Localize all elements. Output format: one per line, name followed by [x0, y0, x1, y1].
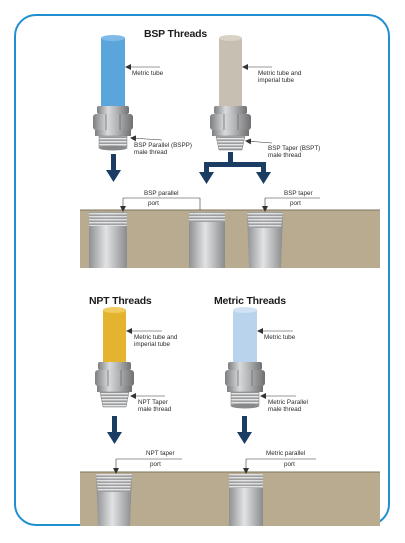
bsp-taper-fitting	[210, 35, 251, 151]
bsp-parallel-fitting	[93, 35, 133, 151]
hex-nut	[210, 114, 251, 130]
metric-down-arrow	[237, 416, 252, 444]
hex-nut	[93, 114, 133, 130]
metric-port-label: Metric parallel	[266, 450, 306, 457]
bsp-parallel-port-label-2: port	[148, 200, 159, 207]
metric-tube-blue	[101, 38, 125, 108]
metric-port-label-2: port	[284, 461, 295, 468]
bsp-taper-port-label-2: port	[290, 200, 301, 207]
metric-imperial-tube-grey	[219, 38, 242, 108]
metric-fitting	[225, 307, 265, 409]
bsp-right-thread-label: BSP Taper (BSPT) male thread	[268, 145, 321, 160]
taper-male-thread	[215, 135, 246, 151]
bsp-down-arrow	[106, 154, 121, 182]
metric-tube-light-blue	[233, 310, 257, 364]
bsp-port-block	[80, 209, 380, 268]
bsp-right-tube-label: Metric tube and imperial tube	[258, 70, 302, 85]
npt-tube-label: Metric tube and imperial tube	[134, 334, 178, 349]
bsp-heading: BSP Threads	[144, 28, 207, 40]
npt-port-label: NPT taper	[146, 450, 175, 457]
bsp-split-arrow	[199, 152, 271, 184]
metric-tube-label: Metric tube	[264, 334, 296, 341]
npt-metric-port-block	[80, 471, 380, 526]
bsp-left-tube-label: Metric tube	[132, 70, 164, 77]
npt-tube-yellow	[103, 310, 126, 364]
metric-heading: Metric Threads	[214, 295, 286, 307]
metric-thread-label: Metric Parallel male thread	[268, 399, 308, 414]
bsp-taper-port-label: BSP taper	[284, 190, 313, 197]
npt-thread-label: NPT Taper male thread	[138, 399, 172, 414]
npt-port-label-2: port	[150, 461, 161, 468]
npt-heading: NPT Threads	[89, 295, 152, 307]
diagram-frame	[14, 14, 390, 526]
npt-down-arrow	[107, 416, 122, 444]
bsp-parallel-port-label: BSP parallel	[144, 190, 179, 197]
bsp-left-thread-label: BSP Parallel (BSPP) male thread	[134, 142, 192, 157]
npt-fitting	[95, 307, 134, 408]
